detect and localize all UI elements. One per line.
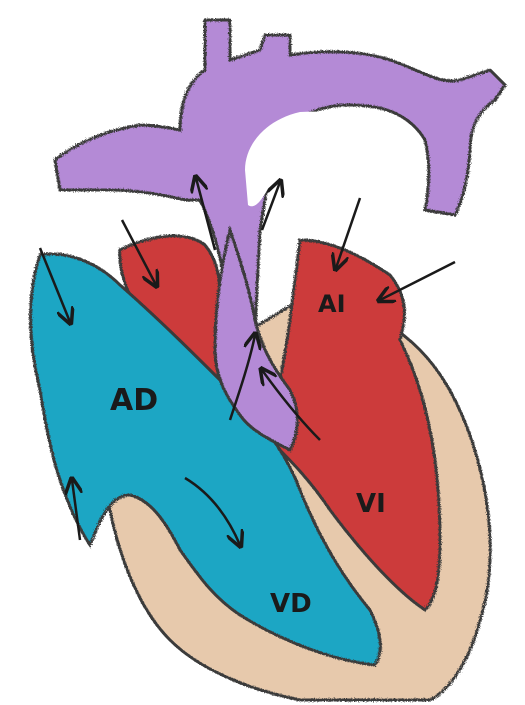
label-right-atrium: AD [110, 383, 158, 418]
label-left-ventricle: VI [356, 489, 386, 519]
label-right-ventricle: VD [270, 589, 312, 619]
label-left-atrium: AI [318, 290, 346, 318]
